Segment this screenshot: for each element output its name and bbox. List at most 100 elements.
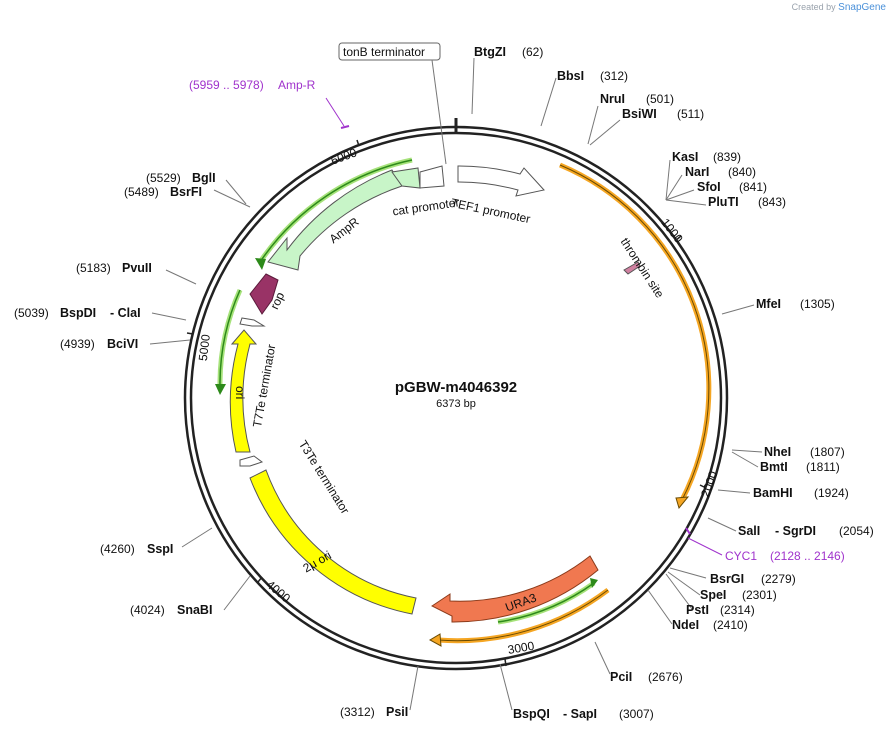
t3te-terminator-label: T3Te terminator bbox=[296, 438, 352, 517]
enzyme-pvuii-pos: (5183) bbox=[76, 261, 111, 275]
green-track-left-arrowhead bbox=[215, 384, 226, 395]
enzyme-sspi[interactable]: SspI bbox=[147, 542, 173, 556]
enzyme-spei-pos: (2301) bbox=[742, 588, 777, 602]
enzyme-sspi-pos: (4260) bbox=[100, 542, 135, 556]
tick-label-6000: 6000 bbox=[329, 145, 359, 167]
enzyme-pcii[interactable]: PciI bbox=[610, 670, 632, 684]
orange-track-right bbox=[559, 162, 712, 502]
amp-r-primer-mark bbox=[340, 125, 350, 129]
enzyme-nrui-pos: (501) bbox=[646, 92, 674, 106]
enzyme-bmti[interactable]: BmtI bbox=[760, 460, 788, 474]
enzyme-snabi-pos: (4024) bbox=[130, 603, 165, 617]
enzyme-nhei[interactable]: NheI bbox=[764, 445, 791, 459]
enzyme-sfoi-pos: (841) bbox=[739, 180, 767, 194]
enzyme-bsiwi-pos: (511) bbox=[677, 107, 704, 121]
enzyme-psii[interactable]: PsiI bbox=[386, 705, 408, 719]
tick-label-2000: 2000 bbox=[698, 469, 720, 499]
enzyme-bamhi-pos: (1924) bbox=[814, 486, 849, 500]
tick-label-5000: 5000 bbox=[196, 333, 213, 362]
t3te-terminator-feature[interactable] bbox=[239, 455, 264, 467]
orange-track-right-arrowhead bbox=[675, 496, 690, 510]
enzyme-pluti-pos: (843) bbox=[758, 195, 786, 209]
orange-track-bottom-arrowhead bbox=[428, 633, 442, 647]
t7te-terminator-feature[interactable] bbox=[239, 317, 266, 327]
cat-promoter-feature[interactable] bbox=[419, 165, 445, 189]
ori-feature[interactable] bbox=[229, 329, 258, 453]
enzyme-spei[interactable]: SpeI bbox=[700, 588, 726, 602]
enzyme-bsrgi-pos: (2279) bbox=[761, 572, 796, 586]
enzyme-pluti[interactable]: PluTI bbox=[708, 195, 739, 209]
tick-2000 bbox=[699, 484, 707, 489]
ori-label: ori bbox=[233, 386, 247, 399]
enzyme-leaders bbox=[149, 57, 763, 711]
enzyme-bsiwi[interactable]: BsiWI bbox=[622, 107, 657, 121]
cyc1-primer-range: (2128 .. 2146) bbox=[770, 549, 845, 563]
snapgene-logo-text: SnapGene bbox=[838, 2, 886, 13]
tonb-terminator-leader bbox=[431, 59, 447, 165]
plasmid-length: 6373 bp bbox=[436, 398, 476, 410]
two-micron-ori-feature[interactable] bbox=[249, 469, 417, 615]
enzyme-pcii-pos: (2676) bbox=[648, 670, 683, 684]
enzyme-nari-pos: (840) bbox=[728, 165, 756, 179]
tonb-terminator-label: tonB terminator bbox=[343, 45, 425, 59]
enzyme-bspqi[interactable]: BspQI bbox=[513, 707, 550, 721]
orange-track-right-line bbox=[559, 164, 710, 501]
thrombin-site-feature[interactable] bbox=[623, 261, 641, 275]
backbone-inner-ring bbox=[189, 131, 723, 665]
green-track-left-line bbox=[219, 289, 241, 389]
tef1-promoter-label: TEF1 promoter bbox=[450, 196, 532, 226]
enzyme-nari[interactable]: NarI bbox=[685, 165, 709, 179]
created-by-text: Created by bbox=[791, 2, 836, 12]
tef1-promoter-feature[interactable] bbox=[457, 165, 545, 197]
rop-feature[interactable] bbox=[249, 273, 279, 315]
enzyme-bamhi[interactable]: BamHI bbox=[753, 486, 793, 500]
enzyme-sapi-pos: (3007) bbox=[619, 707, 654, 721]
tonb-terminator-box[interactable] bbox=[338, 42, 441, 61]
enzyme-bspdi[interactable]: BspDI bbox=[60, 306, 96, 320]
enzyme-ndei-pos: (2410) bbox=[713, 618, 748, 632]
amp-r-primer-leader bbox=[325, 97, 345, 127]
enzyme-bsrfi[interactable]: BsrFI bbox=[170, 185, 202, 199]
ura3-feature[interactable] bbox=[431, 555, 599, 623]
enzyme-bsrgi[interactable]: BsrGI bbox=[710, 572, 744, 586]
enzyme-bgli[interactable]: BglI bbox=[192, 171, 216, 185]
enzyme-bgli-pos: (5529) bbox=[146, 171, 181, 185]
enzyme-psti[interactable]: PstI bbox=[686, 603, 709, 617]
enzyme-psii-pos: (3312) bbox=[340, 705, 375, 719]
enzyme-sfoi[interactable]: SfoI bbox=[697, 180, 721, 194]
orange-track-bottom-line bbox=[437, 589, 609, 642]
enzyme-btgzi[interactable]: BtgZI bbox=[474, 45, 506, 59]
enzyme-nhei-pos: (1807) bbox=[810, 445, 845, 459]
tick-6000 bbox=[356, 139, 360, 147]
enzyme-bspdi-pos: (5039) bbox=[14, 306, 49, 320]
enzyme-clai[interactable]: - ClaI bbox=[110, 306, 141, 320]
enzyme-bbsi[interactable]: BbsI bbox=[557, 69, 584, 83]
enzyme-sgrdi[interactable]: - SgrDI bbox=[775, 524, 816, 538]
enzyme-psti-pos: (2314) bbox=[720, 603, 755, 617]
enzyme-snabi[interactable]: SnaBI bbox=[177, 603, 212, 617]
enzyme-bbsi-pos: (312) bbox=[600, 69, 628, 83]
tick-5000 bbox=[186, 332, 194, 335]
plasmid-name: pGBW-m4046392 bbox=[395, 379, 517, 396]
enzyme-pvuii[interactable]: PvuII bbox=[122, 261, 152, 275]
green-track-bottom-arrowhead bbox=[590, 578, 598, 588]
enzyme-bcivi[interactable]: BciVI bbox=[107, 337, 138, 351]
ampr-feature[interactable] bbox=[267, 169, 403, 271]
enzyme-bmti-pos: (1811) bbox=[806, 460, 840, 474]
enzyme-mfei[interactable]: MfeI bbox=[756, 297, 781, 311]
tick-1000 bbox=[674, 235, 682, 242]
cyc1-primer-mark bbox=[685, 527, 691, 535]
enzyme-sgrdi-pos: (2054) bbox=[839, 524, 874, 538]
enzyme-kasi[interactable]: KasI bbox=[672, 150, 698, 164]
enzyme-sali[interactable]: SalI bbox=[738, 524, 760, 538]
green-track-top-line bbox=[259, 159, 413, 263]
enzyme-nrui[interactable]: NruI bbox=[600, 92, 625, 106]
enzyme-ndei[interactable]: NdeI bbox=[672, 618, 699, 632]
enzyme-mfei-pos: (1305) bbox=[800, 297, 835, 311]
enzyme-sapi[interactable]: - SapI bbox=[563, 707, 597, 721]
tick-3000 bbox=[504, 658, 507, 667]
green-track-top-arrowhead bbox=[255, 258, 266, 270]
amp-r-primer-range: (5959 .. 5978) bbox=[189, 78, 264, 92]
rop-label: rop bbox=[267, 290, 287, 312]
